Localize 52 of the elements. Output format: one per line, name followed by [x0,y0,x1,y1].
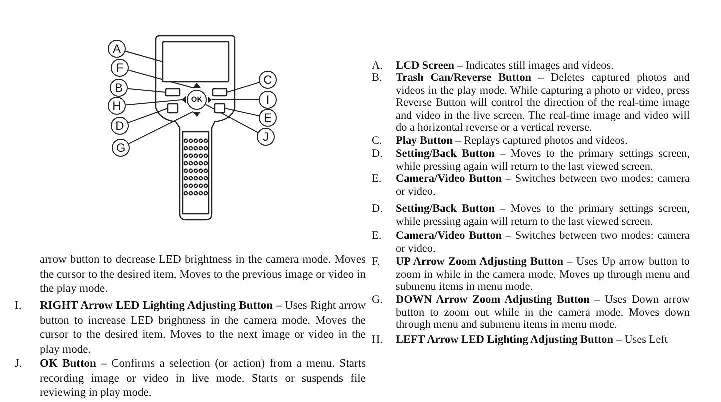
item-description: Setting/Back Button – Moves to the primary settings screen, while pressing again will return to the last viewed screen. [396,203,690,228]
item-description: UP Arrow Zoom Adjusting Button – Uses Up arrow button to zoom in while in the camera mode. Moves up through menu and submenu items in menu mode. [396,256,690,294]
item-letter: G. [372,294,384,308]
down-arrow-icon [193,112,201,117]
callout-letter: F [111,59,129,77]
callout-letter: I [259,91,277,109]
item-letter: A. [372,60,384,72]
item-letter: B. [372,72,384,86]
leader-line [125,50,164,62]
leader-line [226,82,260,93]
item-letter: C. [372,135,384,148]
callout-letter: E [259,109,277,127]
up-arrow-icon [193,83,201,88]
callout-letter: G [112,139,130,157]
item-letter: I. [15,299,23,314]
item-description: Camera/Video Button – Switches between two modes: camera or video. [396,230,690,255]
left-arrow-icon [182,96,186,104]
leader-line [127,88,166,93]
callout-letter: H [108,97,126,115]
item-description: LEFT Arrow LED Lighting Adjusting Button – Uses Left [396,334,668,346]
right-arrow-icon [208,96,212,104]
callout-letter: C [259,71,277,89]
item-letter: D. [372,148,384,162]
item-description: arrow button to decrease LED brightness in the camera mode. Moves the cursor to the desired item. Moves to the previous image or video in the play mode. [40,253,366,296]
callout-letter: B [110,79,128,97]
leader-line [224,108,260,117]
camera-button [214,103,226,114]
leader-line [128,112,194,144]
item-letter: E. [372,230,383,244]
item-letter: F. [372,256,382,270]
lcd-screen [162,41,230,83]
callout-letter: J [257,128,275,146]
callout-letter: D [111,117,129,135]
item-letter: J. [15,357,24,372]
item-letter: E. [372,173,383,187]
item-description: Setting/Back Button – Moves to the primary settings screen, while pressing again will return to the last viewed screen. [396,148,690,173]
item-description: Camera/Video Button – Switches between two modes: camera or video. [396,173,690,198]
leader-line [125,100,182,106]
leader-line [205,104,259,134]
item-description: Play Button – Replays captured photos and videos. [396,135,628,148]
item-description: RIGHT Arrow LED Lighting Adjusting Button – Uses Right arrow button to increase LED brightness in the camera mode. Moves the cursor to the desired item. Moves to the next image or video in the play mode. [40,299,366,357]
callout-letter: A [108,40,126,58]
item-description: OK Button – Confirms a selection (or action) from a menu. Starts recording image or video in live mode. Starts or suspends file reviewing in play mode. [40,357,366,400]
leader-line [128,108,168,124]
settings-button [167,103,179,114]
item-letter: H. [372,334,384,346]
item-description: LCD Screen – Indicates still images and videos. [396,60,614,72]
item-description: Trash Can/Reverse Button – Deletes captured photos and videos in the play mode. While capturing a photo or video, press Reverse Button will control the direction of the real-time image and video in the live screen. The real-time image and video will do a horizontal reverse or a vertical reverse. [396,72,690,134]
item-description: DOWN Arrow Zoom Adjusting Button – Uses Down arrow button to zoom out while in the camera mode. Moves down through menu and submenu items in menu mode. [396,294,690,332]
play-button [212,88,228,97]
item-letter: D. [372,203,384,217]
trash-button [165,88,181,97]
